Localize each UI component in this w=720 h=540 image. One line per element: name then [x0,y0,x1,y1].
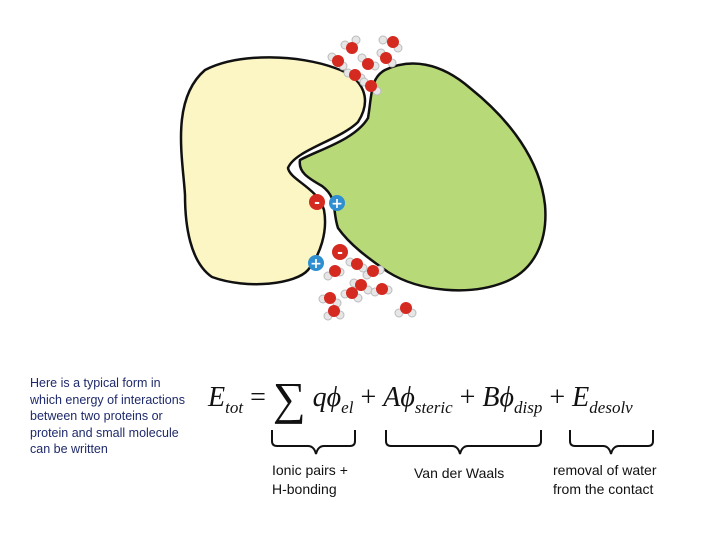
term-label-desolvation: removal of water from the contact [553,461,656,499]
water-molecule [370,283,393,297]
water-molecule [376,48,397,68]
eq-sub-steric: steric [414,398,453,417]
eq-q: q [312,382,327,413]
eq-sub-disp: disp [514,398,543,417]
negative-ion-sign: - [314,195,320,211]
energy-equation: Etot = ∑ qϕel + Aϕsteric + Bϕdisp + Edes… [208,376,633,422]
eq-sub-desolv: desolv [589,398,633,417]
eq-sum: ∑ [272,373,306,424]
eq-A: A [383,382,401,413]
water-molecules-top [327,35,403,96]
eq-phi-disp: ϕ [499,382,515,413]
eq-E-desolv: E [572,382,590,413]
eq-equals: = [250,382,266,413]
term-label-desolvation-line2: from the contact [553,481,654,497]
eq-plus-2: + [459,382,476,413]
water-molecule [323,305,345,321]
positive-ion [329,195,345,211]
water-molecule [345,257,368,273]
water-molecule [340,35,361,54]
term-label-desolvation-line1: removal of water [553,462,657,478]
negative-ion-sign: - [337,245,343,261]
water-molecule [340,287,363,303]
negative-ion [309,194,325,210]
eq-sub-tot: tot [225,398,244,417]
water-molecule [362,265,385,280]
positive-ion-sign: + [310,256,322,272]
water-molecule [394,302,417,318]
description-text: Here is a typical form in which energy o… [30,376,185,456]
eq-phi-el: ϕ [326,382,342,413]
eq-plus-1: + [360,382,377,413]
water-molecule [327,52,348,71]
eq-E-total: E [208,382,226,413]
positive-ion [308,255,324,271]
water-molecules-bottom [318,257,417,321]
water-molecule [323,265,345,281]
eq-sub-el: el [341,398,354,417]
ion-pair-upper: - + [309,194,345,212]
term-label-ionic: Ionic pairs + H-bonding [272,461,348,499]
term-label-vdw: Van der Waals [414,465,505,481]
brace-vdw [385,430,542,455]
positive-ion-sign: + [331,196,343,212]
protein-right [298,62,547,292]
equation-braces [271,430,654,455]
ion-pair-lower: - + [308,244,348,272]
water-molecule [349,278,373,295]
eq-plus-3: + [549,382,566,413]
brace-ionic [271,430,356,455]
term-label-ionic-line2: H-bonding [272,481,337,497]
eq-phi-steric: ϕ [400,382,415,413]
eq-B: B [482,382,500,413]
water-molecule [357,53,380,71]
water-molecule [378,35,403,53]
negative-ion [332,244,348,260]
term-label-ionic-line1: Ionic pairs + [272,462,348,478]
water-molecule [318,292,342,308]
water-molecule [359,77,382,96]
brace-desolvation [569,430,654,455]
